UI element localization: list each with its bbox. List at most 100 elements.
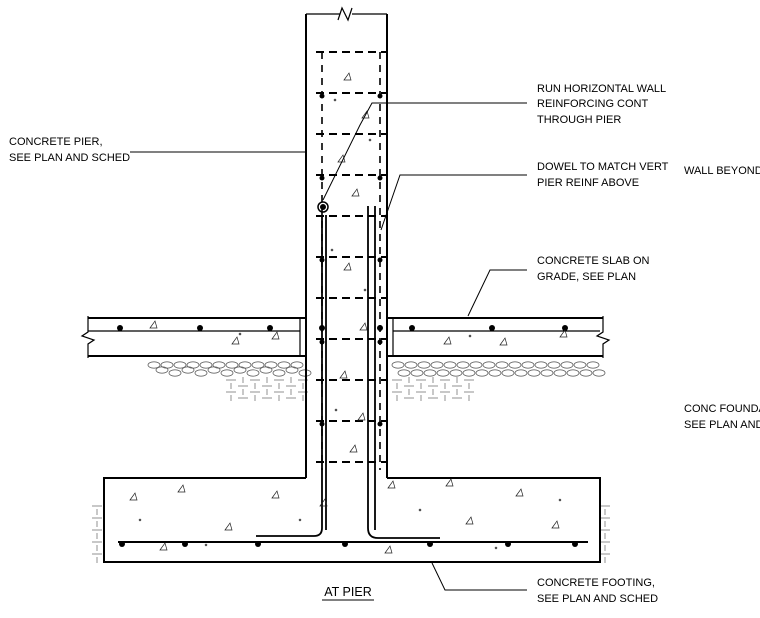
stipple-mark	[559, 329, 568, 338]
gravel-stone	[220, 369, 234, 377]
stipple-mark	[384, 545, 393, 554]
stipple-mark	[443, 336, 452, 345]
gravel-stone	[397, 369, 411, 377]
stipple-mark	[224, 522, 233, 531]
gravel-stone	[264, 361, 278, 369]
stipple-mark	[494, 546, 498, 550]
gravel-stone	[573, 361, 587, 369]
gravel-stone	[469, 361, 483, 369]
gravel-stone	[592, 369, 606, 377]
gravel-stone	[212, 361, 226, 369]
note-dowel: DOWEL TO MATCH VERT PIER REINF ABOVE	[537, 161, 669, 189]
gravel-stone	[534, 361, 548, 369]
gravel-stone	[251, 361, 265, 369]
gravel-stone	[501, 369, 515, 377]
rebar-dot	[319, 175, 325, 181]
gravel-stone	[462, 369, 476, 377]
rebar-dot	[182, 541, 188, 547]
gravel-stone	[521, 361, 535, 369]
rebar-dot	[319, 257, 325, 263]
gravel-stone	[482, 361, 496, 369]
gravel-stone	[586, 361, 600, 369]
concrete-stipple	[129, 72, 568, 554]
stipple-mark	[339, 370, 348, 379]
gravel-stone	[238, 361, 252, 369]
stipple-mark	[551, 520, 560, 529]
gravel-stone	[456, 361, 470, 369]
gravel-stone	[560, 361, 574, 369]
stipple-mark	[334, 408, 338, 412]
stipple-mark	[298, 518, 302, 522]
rebar-dot	[427, 541, 433, 547]
gravel-stone	[207, 366, 221, 374]
rebar-dot	[255, 541, 261, 547]
gravel-stone	[475, 369, 489, 377]
gravel-stone	[547, 361, 561, 369]
stipple-mark	[343, 72, 352, 81]
rebar-dot	[319, 339, 325, 345]
rebar-dot	[117, 325, 123, 331]
gravel-stone	[527, 369, 541, 377]
stipple-mark	[468, 334, 472, 338]
stipple-mark	[271, 331, 280, 340]
gravel-stone	[186, 361, 200, 369]
stipple-mark	[357, 412, 366, 421]
gravel-stone	[391, 361, 405, 369]
gravel-stone	[449, 369, 463, 377]
stipple-mark	[204, 543, 208, 547]
gravel-stone	[160, 361, 174, 369]
stipple-mark	[149, 320, 158, 329]
gravel-stone	[233, 366, 247, 374]
leader-lines	[130, 102, 527, 591]
rebar-dot	[197, 325, 203, 331]
rebar-dot	[377, 325, 383, 331]
stipple-mark	[333, 98, 337, 102]
gravel-stone	[181, 366, 195, 374]
note-footing: CONCRETE FOOTING, SEE PLAN AND SCHED	[537, 577, 658, 605]
stipple-mark	[361, 110, 370, 119]
stipple-mark	[138, 518, 142, 522]
gravel-stone	[277, 361, 291, 369]
gravel-stone	[443, 361, 457, 369]
gravel-stone	[579, 369, 593, 377]
rebar-dot	[377, 93, 383, 99]
stipple-mark	[177, 484, 186, 493]
rebar-dot	[505, 541, 511, 547]
gravel-stone	[417, 361, 431, 369]
stipple-mark	[271, 490, 280, 499]
rebar-section-dots	[117, 93, 578, 547]
svg-text:PIER REINF ABOVE: PIER REINF ABOVE	[537, 177, 639, 189]
stipple-mark	[387, 480, 396, 489]
note-wall-beyond: WALL BEYOND	[684, 165, 760, 177]
svg-text:DOWEL TO MATCH VERT: DOWEL TO MATCH VERT	[537, 161, 669, 173]
stipple-mark	[343, 262, 352, 271]
gravel-stone	[168, 369, 182, 377]
rebar-dot	[562, 325, 568, 331]
svg-text:REINFORCING CONT: REINFORCING CONT	[537, 98, 649, 110]
rebar-dot	[267, 325, 273, 331]
rebar-dot	[342, 541, 348, 547]
stipple-mark	[319, 498, 328, 507]
rebar-dot	[409, 325, 415, 331]
gravel-stone	[514, 369, 528, 377]
stipple-mark	[363, 288, 367, 292]
rebar-dot	[377, 339, 383, 345]
gravel-stone	[173, 361, 187, 369]
stipple-mark	[159, 542, 168, 551]
vertical-pier-reinforcing	[256, 52, 440, 539]
slab-on-grade-left	[80, 316, 306, 358]
svg-text:CONCRETE FOOTING,: CONCRETE FOOTING,	[537, 577, 655, 589]
svg-text:CONC FOUNDATI: CONC FOUNDATI	[684, 403, 760, 415]
stipple-mark	[129, 492, 138, 501]
rebar-dot	[319, 93, 325, 99]
gravel-stone	[155, 366, 169, 374]
gravel-stone	[488, 369, 502, 377]
gravel-stone	[430, 361, 444, 369]
stipple-mark	[499, 337, 508, 346]
stipple-mark	[330, 248, 334, 252]
gravel-stone	[290, 361, 304, 369]
svg-text:SEE PLAN AND S: SEE PLAN AND S	[684, 419, 760, 431]
gravel-stone	[404, 361, 418, 369]
note-slab-on-grade: CONCRETE SLAB ON GRADE, SEE PLAN	[537, 255, 650, 283]
svg-text:CONCRETE PIER,: CONCRETE PIER,	[9, 136, 103, 148]
